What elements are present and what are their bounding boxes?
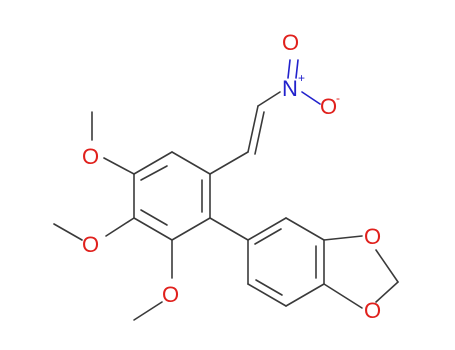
dioxole-ring: O O <box>323 224 399 323</box>
methoxy-group-top: O <box>82 111 135 175</box>
nitrovinyl-chain <box>209 91 281 175</box>
central-benzene-ring <box>133 151 211 241</box>
nitro-group: O N + O - <box>282 30 340 119</box>
dioxole-oxygen-top: O <box>364 224 381 249</box>
nitro-negative-charge: - <box>336 91 340 105</box>
methoxy-oxygen-bottom: O <box>162 282 179 307</box>
nitro-oxygen-top: O <box>282 30 299 55</box>
nitro-nitrogen: N <box>282 76 298 101</box>
methoxy-group-bottom: O <box>133 239 179 321</box>
methoxy-oxygen-middle: O <box>82 232 99 257</box>
benzodioxole-benzene-ring <box>247 217 325 307</box>
dioxole-oxygen-bottom: O <box>364 298 381 323</box>
nitro-positive-charge: + <box>298 71 305 85</box>
nitro-oxygen-right: O <box>320 94 337 119</box>
methoxy-oxygen-top: O <box>82 144 99 169</box>
biaryl-bond <box>209 217 249 241</box>
methoxy-group-middle: O <box>53 217 135 257</box>
